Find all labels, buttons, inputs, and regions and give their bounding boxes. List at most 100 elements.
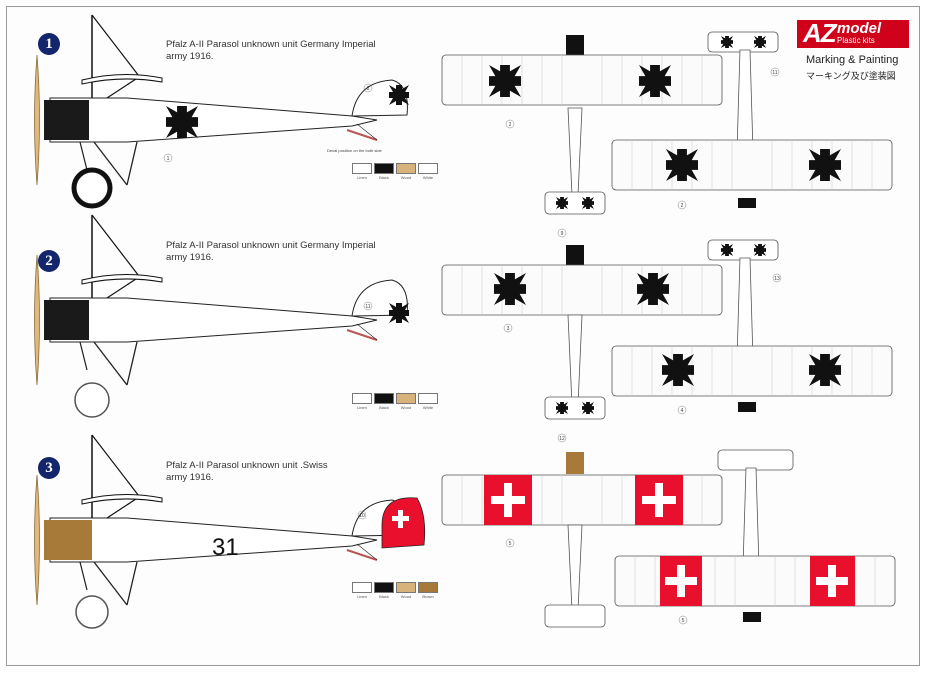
scheme-3-top-view [441,452,723,628]
swatch: Wood [396,582,416,599]
callout-label: 10 [359,513,365,519]
scheme-1-badge: 1 [38,33,60,55]
scheme-2-swatches: Linen Black Wood White [352,393,438,410]
scheme-1-bottom-view [611,31,893,208]
wing-roundel-right-h [816,577,848,585]
logo-kits: Plastic kits [837,36,875,45]
swatch-label: Black [379,175,389,180]
logo-model: model [837,20,882,37]
swatch-label: Linen [357,175,367,180]
scheme-2-top-view [441,245,723,420]
swatch-box [374,582,394,593]
callout-circle [363,83,373,93]
scheme-2-caption-line1: Pfalz A-II Parasol unknown unit Germany … [166,240,376,251]
callout-label: 8 [367,86,370,92]
rudder-cross-horizontal [392,516,409,521]
callout-circle [505,538,515,548]
scheme-1-swatches: Linen Black Wood White [352,163,438,180]
scheme-1-caption: Pfalz A-II Parasol unknown unit Germany … [166,39,406,63]
scheme-2-badge: 2 [38,250,60,272]
scheme-1-caption-line2: army 1916. [166,51,214,62]
callout-label: 2 [681,203,684,209]
swatch-box [396,393,416,404]
wing-roundel-right-h [642,496,676,504]
swatch-label: Wood [400,175,412,180]
wing-roundel-left-h [665,577,697,585]
swatch-label: White [422,405,434,410]
swatch: White [418,393,438,410]
wing-roundel-left-h [491,496,525,504]
swatch-box [352,163,372,174]
callout-label: 12 [559,436,565,442]
swatch-box [396,582,416,593]
callout-label: 3 [507,326,510,332]
scheme-3-bottom-view [614,449,896,622]
swatch: Black [374,582,394,599]
swatch-label: Brown [422,594,434,599]
callout-label: 5 [682,618,685,624]
swatch-label: Linen [357,405,367,410]
callout-label: 5 [509,541,512,547]
swatch: Brown [418,582,438,599]
fuselage-code: 31 [212,534,239,561]
callout-circle [678,615,688,625]
decal-note: Decal position on the both side [327,148,382,153]
callout-circle [677,405,687,415]
scheme-1-caption-line1: Pfalz A-II Parasol unknown unit Germany … [166,39,376,50]
engine [738,402,756,412]
wheel [74,382,110,418]
callout-label: 9 [561,231,564,237]
callout-label: 1 [167,156,170,162]
engine [566,35,584,57]
callout-label: 4 [681,408,684,414]
swatch-box [418,163,438,174]
swatch-box [374,163,394,174]
logo-az: AZ [803,18,837,48]
callout-label: 11 [365,304,370,310]
swatch-box [418,393,438,404]
scheme-3-caption: Pfalz A-II Parasol unknown unit .Swiss a… [166,460,406,484]
engine [566,245,584,267]
swatch: Black [374,393,394,410]
swatch-label: White [422,175,434,180]
red-rudder [381,497,426,549]
swatch: Black [374,163,394,180]
swatch-box [418,582,438,593]
callout-circle [557,433,567,443]
swatch: Wood [396,163,416,180]
callout-circle [557,228,567,238]
scheme-3-swatches: Linen Black Wood Brown [352,582,438,599]
engine-cowling [44,520,92,560]
scheme-2-side-view [33,214,409,418]
scheme-3-caption-line1: Pfalz A-II Parasol unknown unit .Swiss [166,460,328,471]
engine-cowling [44,100,89,140]
engine-cowling [44,300,89,340]
engine [738,198,756,208]
callout-circle [357,510,367,520]
swatch-label: Black [379,594,389,599]
callout-label: 11 [772,70,777,76]
swatch: White [418,163,438,180]
callout-circle [505,119,515,129]
scheme-2-bottom-view [611,239,893,412]
swatch-label: Black [379,405,389,410]
swatch: Linen [352,163,372,180]
callout-circle [677,200,687,210]
marking-painting-title: Marking & Painting [806,54,899,66]
scheme-3-badge: 3 [38,457,60,479]
engine [743,612,761,622]
swatch: Linen [352,393,372,410]
callout-label: 13 [774,276,780,282]
swatch-box [352,582,372,593]
scheme-1-top-view [441,35,723,215]
swatch-label: Wood [400,405,412,410]
swatch-label: Linen [357,594,367,599]
callout-circle [163,153,173,163]
scheme-3-caption-line2: army 1916. [166,472,214,483]
callout-circle [772,273,782,283]
swatch-box [396,163,416,174]
callout-circle [363,301,373,311]
engine [566,452,584,474]
swatch: Linen [352,582,372,599]
